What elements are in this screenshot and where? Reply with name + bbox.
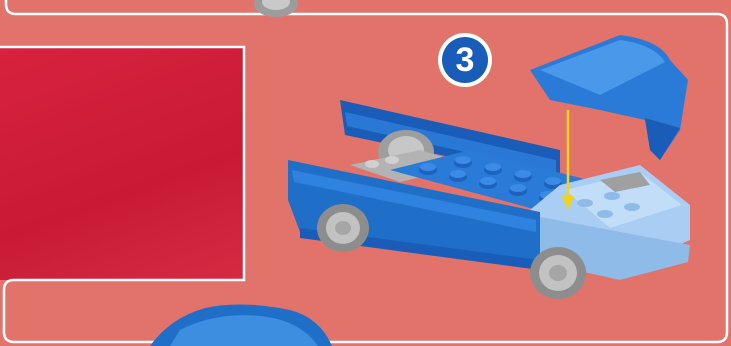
car-build-model — [0, 0, 731, 346]
instruction-page: 3 — [0, 0, 731, 346]
